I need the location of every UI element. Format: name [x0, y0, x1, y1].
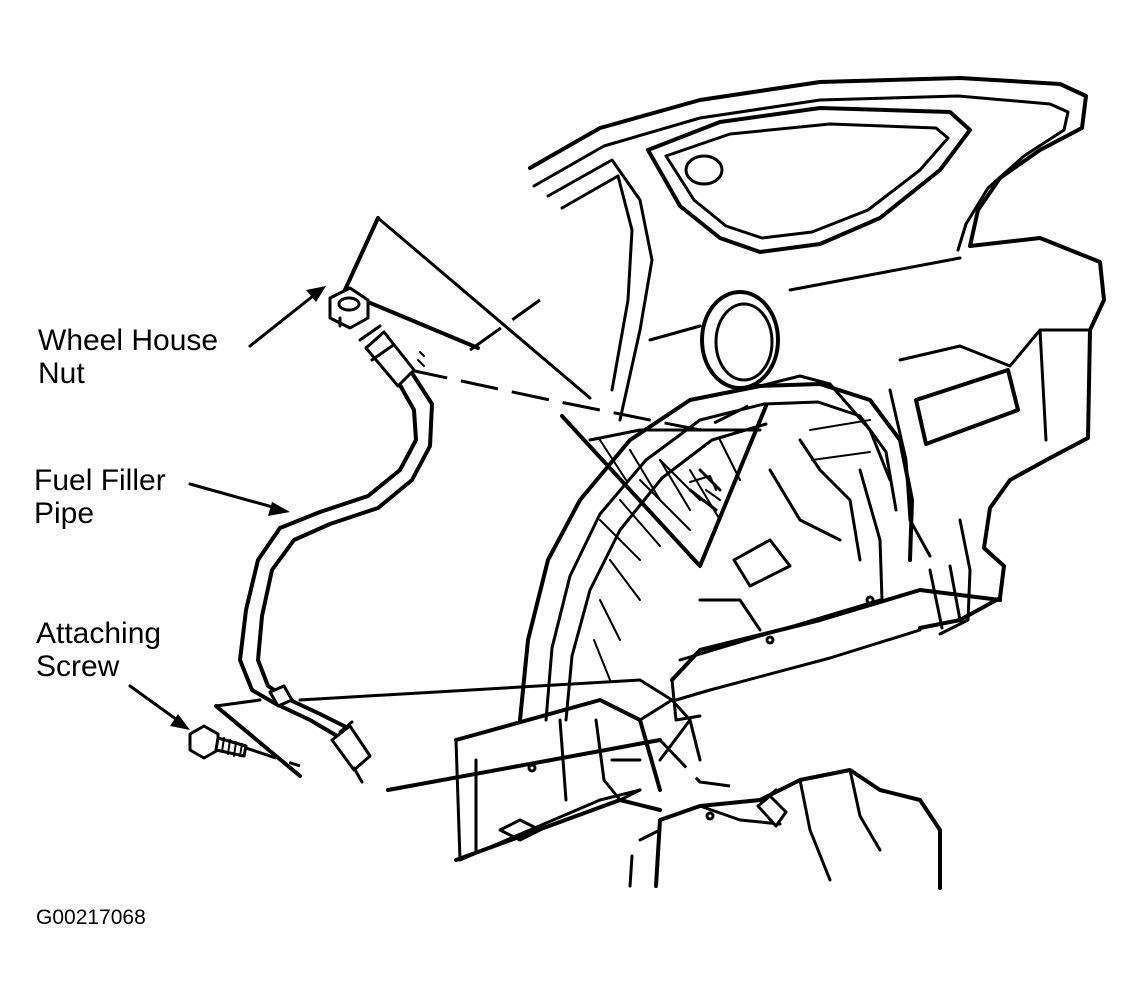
- fuel-filler-pipe-arrow: [188, 482, 290, 516]
- attaching-screw-label-line2: Screw: [36, 650, 120, 683]
- wheel-house: [518, 374, 914, 722]
- wheel-house-nut-icon: [328, 286, 370, 330]
- wheel-house-nut-label-line2: Nut: [38, 357, 85, 390]
- wheel-house-nut-arrow: [248, 286, 326, 348]
- figure-id: G00217068: [36, 906, 146, 929]
- leader-upper-dashed: [409, 368, 761, 432]
- lower-detail-callout: [214, 678, 674, 792]
- fuel-filler-pipe-label-line2: Pipe: [34, 497, 94, 530]
- wheel-house-nut-label-line1: Wheel House: [38, 324, 218, 357]
- quarter-panel: [528, 76, 1106, 636]
- fuel-filler-pipe: [238, 324, 434, 784]
- attaching-screw-label-line1: Attaching: [36, 617, 161, 650]
- upper-detail-callout: [342, 216, 768, 568]
- fuel-filler-pipe-label-line1: Fuel Filler: [34, 464, 166, 497]
- leader-lower-dashed: [658, 738, 731, 788]
- attaching-screw-arrow: [128, 684, 190, 730]
- fuel-tank: [628, 768, 942, 890]
- leader-nut-dashed: [469, 298, 541, 352]
- attaching-screw-icon: [188, 724, 248, 760]
- leader-screw-dashed: [239, 744, 301, 768]
- lower-sill: [454, 588, 1002, 862]
